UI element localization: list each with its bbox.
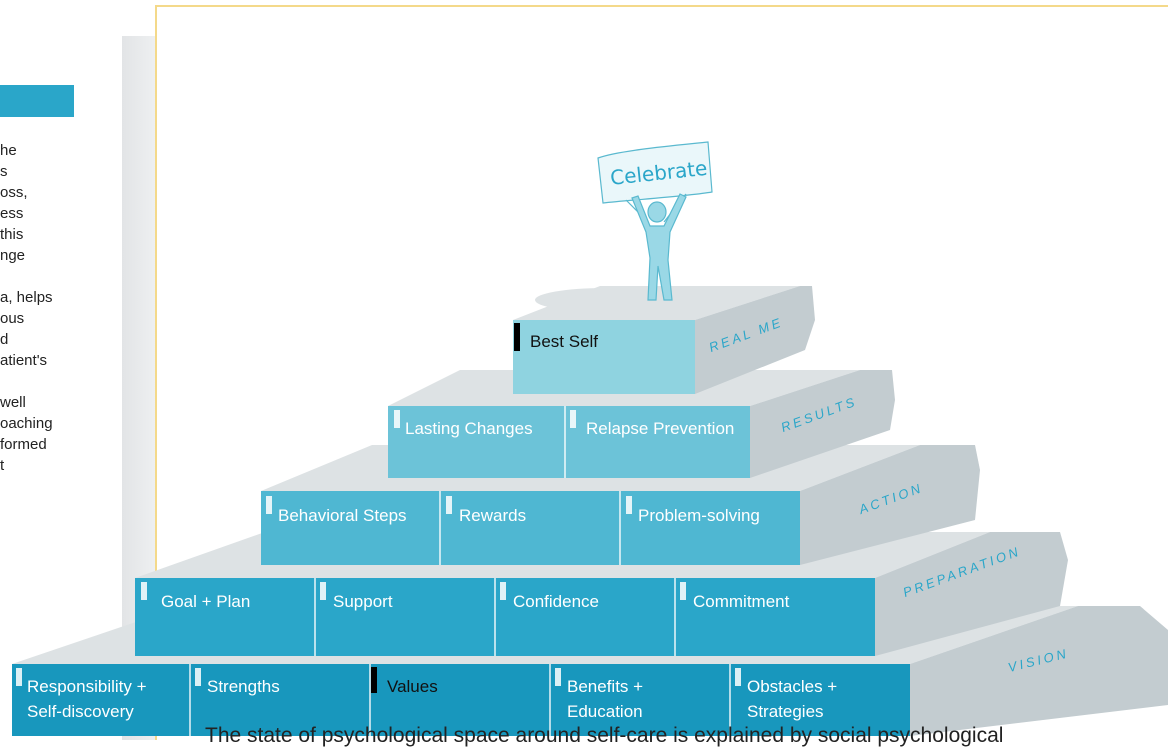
action-tier-side	[800, 445, 980, 565]
values-marker	[371, 667, 377, 693]
sidebar-body-text: he s oss, ess this nge a, helps ous d at…	[0, 140, 112, 476]
cell-strengths: Strengths	[207, 677, 280, 696]
cell-tick	[446, 496, 452, 514]
sidebar-line: a, helps	[0, 289, 53, 306]
cell-behavioral-steps: Behavioral Steps	[278, 506, 407, 525]
cell-tick	[195, 668, 201, 686]
cell-tick	[735, 668, 741, 686]
cell-dividers	[189, 406, 731, 736]
cell-obstacles: Obstacles +	[747, 677, 838, 696]
sidebar-line: ess	[0, 205, 24, 222]
cell-support: Support	[333, 592, 393, 611]
cell-confidence: Confidence	[513, 592, 600, 611]
cell-relapse-prevention: Relapse Prevention	[586, 419, 735, 438]
celebrating-person-icon	[597, 141, 713, 301]
cell-benefits: Benefits +	[567, 677, 644, 696]
cell-tick	[266, 496, 272, 514]
sidebar-line: s	[0, 163, 8, 180]
realme-tier-top	[513, 286, 800, 320]
cell-tick	[626, 496, 632, 514]
cell-tick	[680, 582, 686, 600]
sidebar-line: oss,	[0, 184, 28, 201]
sidebar-line: atient's	[0, 352, 48, 369]
cell-tick	[320, 582, 326, 600]
sidebar-line: formed	[0, 436, 47, 453]
cell-responsibility: Responsibility +	[27, 677, 147, 696]
cell-commitment: Commitment	[693, 592, 790, 611]
cell-lasting-changes: Lasting Changes	[405, 419, 533, 438]
sidebar-line: oaching	[0, 415, 53, 432]
realme-tier-side	[695, 286, 815, 394]
cell-best-self: Best Self	[530, 332, 599, 351]
sidebar-header-bar	[0, 85, 74, 117]
preparation-tier-side	[875, 532, 1068, 656]
cell-rewards: Rewards	[459, 506, 527, 525]
cut-off-body-text: The state of psychological space around …	[205, 724, 1004, 747]
cell-tick	[500, 582, 506, 600]
best-self-marker	[514, 323, 520, 351]
sidebar-line: t	[0, 457, 5, 474]
results-tier-front	[388, 406, 750, 478]
cell-problem-solving: Problem-solving	[638, 506, 760, 525]
cell-tick	[570, 410, 576, 428]
sidebar-line: d	[0, 331, 9, 348]
realme-tier-front	[513, 320, 695, 394]
vision-tier-side	[910, 606, 1168, 736]
cell-tick	[394, 410, 400, 428]
cell-tick	[555, 668, 561, 686]
sidebar-line: this	[0, 226, 24, 243]
sidebar-line: he	[0, 142, 17, 159]
sidebar-line: ous	[0, 310, 25, 327]
sidebar-line: well	[0, 394, 26, 411]
cell-tick	[16, 668, 22, 686]
cell-tick	[141, 582, 147, 600]
cell-goal-plan: Goal + Plan	[161, 592, 251, 611]
results-tier-side	[750, 370, 895, 478]
cell-education: Education	[567, 702, 643, 721]
cell-self-discovery: Self-discovery	[27, 702, 134, 721]
vision-tier-front	[12, 664, 910, 736]
cell-values: Values	[387, 677, 438, 696]
action-tier-front	[261, 491, 800, 565]
cell-strategies: Strategies	[747, 702, 824, 721]
sidebar-line: nge	[0, 247, 26, 264]
